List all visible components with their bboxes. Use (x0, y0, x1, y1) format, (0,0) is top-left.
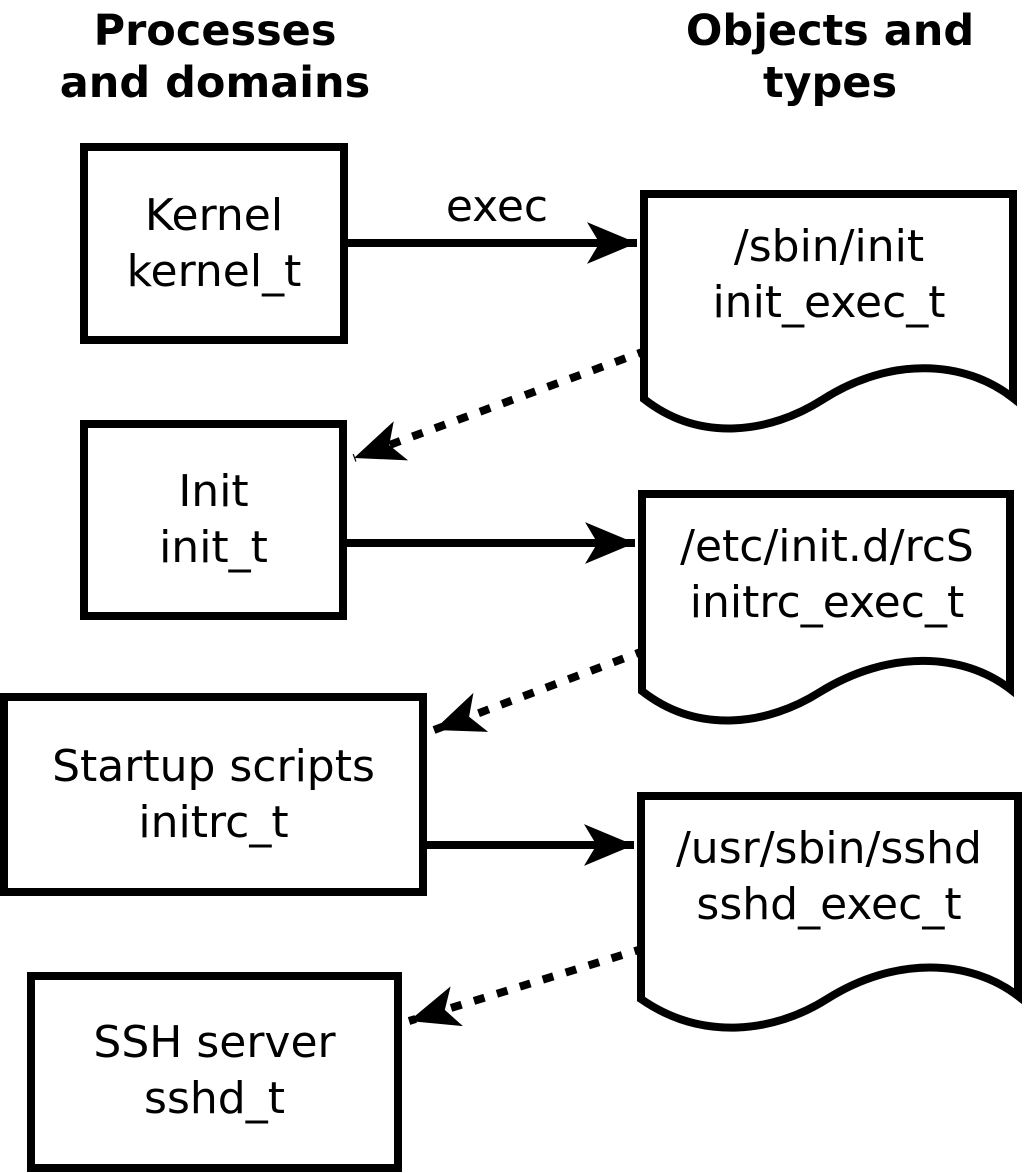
transition-arrow-initexec-to-init (352, 346, 650, 462)
document-shape-etc-initd-rcs (638, 490, 1014, 725)
object-path: /sbin/init (733, 221, 925, 273)
process-box-ssh-server (27, 972, 402, 1172)
transition-arrow-sshdexec-to-sshd (407, 944, 647, 1027)
process-type: initrc_t (138, 796, 289, 848)
process-type: sshd_t (144, 1073, 285, 1124)
transition-arrow-initrcexec-to-initrc (432, 646, 648, 734)
process-type: init_t (159, 522, 268, 573)
object-type: initrc_exec_t (689, 577, 965, 628)
object-label-etc-initd-rcs: /etc/init.d/rcS initrc_exec_t (640, 500, 1014, 650)
object-path: /etc/init.d/rcS (680, 521, 974, 573)
process-box-kernel (80, 143, 348, 344)
process-name: Init (178, 466, 249, 518)
process-box-init (80, 420, 347, 620)
process-label-init: Init init_t (80, 420, 347, 620)
process-label-kernel: Kernel kernel_t (80, 143, 348, 344)
process-type: kernel_t (126, 245, 302, 297)
object-label-sbin-init: /sbin/init init_exec_t (642, 200, 1016, 350)
object-path: /usr/sbin/sshd (675, 823, 982, 875)
exec-arrow-label: exec (445, 181, 549, 232)
document-shape-sbin-init (640, 190, 1017, 433)
process-name: SSH server (93, 1017, 336, 1069)
object-label-usr-sbin-sshd: /usr/sbin/sshd sshd_exec_t (640, 802, 1018, 952)
process-name: Startup scripts (52, 740, 375, 792)
object-type: sshd_exec_t (696, 879, 962, 930)
object-type: init_exec_t (712, 277, 946, 328)
process-name: Kernel (144, 189, 284, 241)
document-shape-usr-sbin-sshd (637, 792, 1022, 1032)
header-processes-and-domains: Processes and domains (59, 6, 371, 108)
header-objects-and-types: Objects and types (685, 6, 975, 108)
process-label-ssh-server: SSH server sshd_t (27, 972, 402, 1170)
process-box-startup-scripts (0, 693, 427, 896)
process-label-startup-scripts: Startup scripts initrc_t (0, 693, 427, 896)
